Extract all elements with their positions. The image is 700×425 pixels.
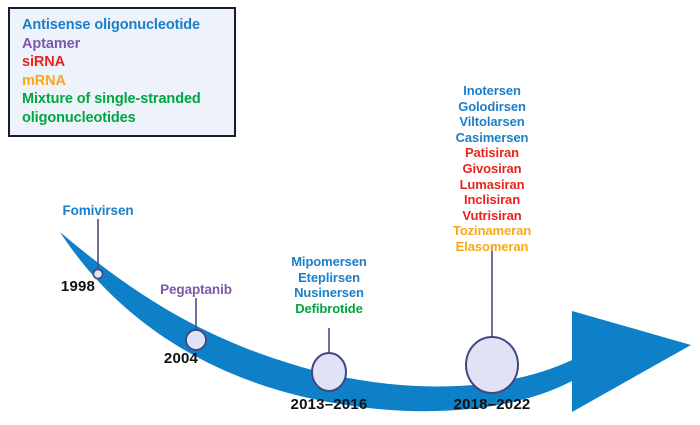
milestone-node-2004[interactable] xyxy=(185,329,207,351)
drug-label-inclisiran: Inclisiran xyxy=(463,192,521,208)
legend-item-mixture-line1: Mixture of single-stranded xyxy=(22,91,201,107)
milestone-node-1998[interactable] xyxy=(92,268,104,280)
drug-label-vutrisiran: Vutrisiran xyxy=(462,207,522,223)
legend-item-mrna: mRNA xyxy=(22,72,66,89)
drug-label-nusinersen: Nusinersen xyxy=(294,285,364,301)
drug-label-patisiran: Patisiran xyxy=(464,145,519,161)
drug-label-defibrotide: Defibrotide xyxy=(295,300,363,316)
milestone-node-2018-2022[interactable] xyxy=(465,336,519,394)
legend-item-sirna: siRNA xyxy=(22,54,66,70)
drug-label-eteplirsen: Eteplirsen xyxy=(298,269,360,285)
legend-item-mixture-line2: oligonucleotides xyxy=(22,109,136,126)
year-label-2004: 2004 xyxy=(163,350,199,367)
drug-label-pegaptanib: Pegaptanib xyxy=(160,282,232,297)
drug-cluster-2004: Pegaptanib xyxy=(146,282,246,298)
curved-arrow-shape xyxy=(60,232,691,412)
drug-label-givosiran: Givosiran xyxy=(462,160,522,176)
drug-label-golodirsen: Golodirsen xyxy=(458,98,526,114)
drug-label-casimersen: Casimersen xyxy=(455,129,529,145)
drug-label-tozinameran: Tozinameran xyxy=(452,223,532,239)
year-label-2013-2016: 2013–2016 xyxy=(290,396,368,413)
drug-cluster-2018-2022: Inotersen Golodirsen Viltolarsen Casimer… xyxy=(422,83,562,255)
drug-cluster-1998: Fomivirsen xyxy=(48,203,148,219)
legend-item-antisense-oligonucleotide: Antisense oligonucleotide xyxy=(22,17,200,33)
drug-label-inotersen: Inotersen xyxy=(463,83,521,98)
drug-label-mipomersen: Mipomersen xyxy=(291,254,367,269)
year-label-1998: 1998 xyxy=(60,278,96,295)
drug-label-viltolarsen: Viltolarsen xyxy=(459,114,525,130)
drug-cluster-2013-2016: Mipomersen Eteplirsen Nusinersen Defibro… xyxy=(259,254,399,316)
legend-item-aptamer: Aptamer xyxy=(22,35,81,52)
legend-panel: Antisense oligonucleotide Aptamer siRNA … xyxy=(8,7,236,137)
drug-label-fomivirsen: Fomivirsen xyxy=(62,203,134,218)
year-label-2018-2022: 2018–2022 xyxy=(453,396,531,413)
drug-label-lumasiran: Lumasiran xyxy=(459,176,525,192)
drug-label-elasomeran: Elasomeran xyxy=(455,238,529,254)
milestone-node-2013-2016[interactable] xyxy=(311,352,347,392)
